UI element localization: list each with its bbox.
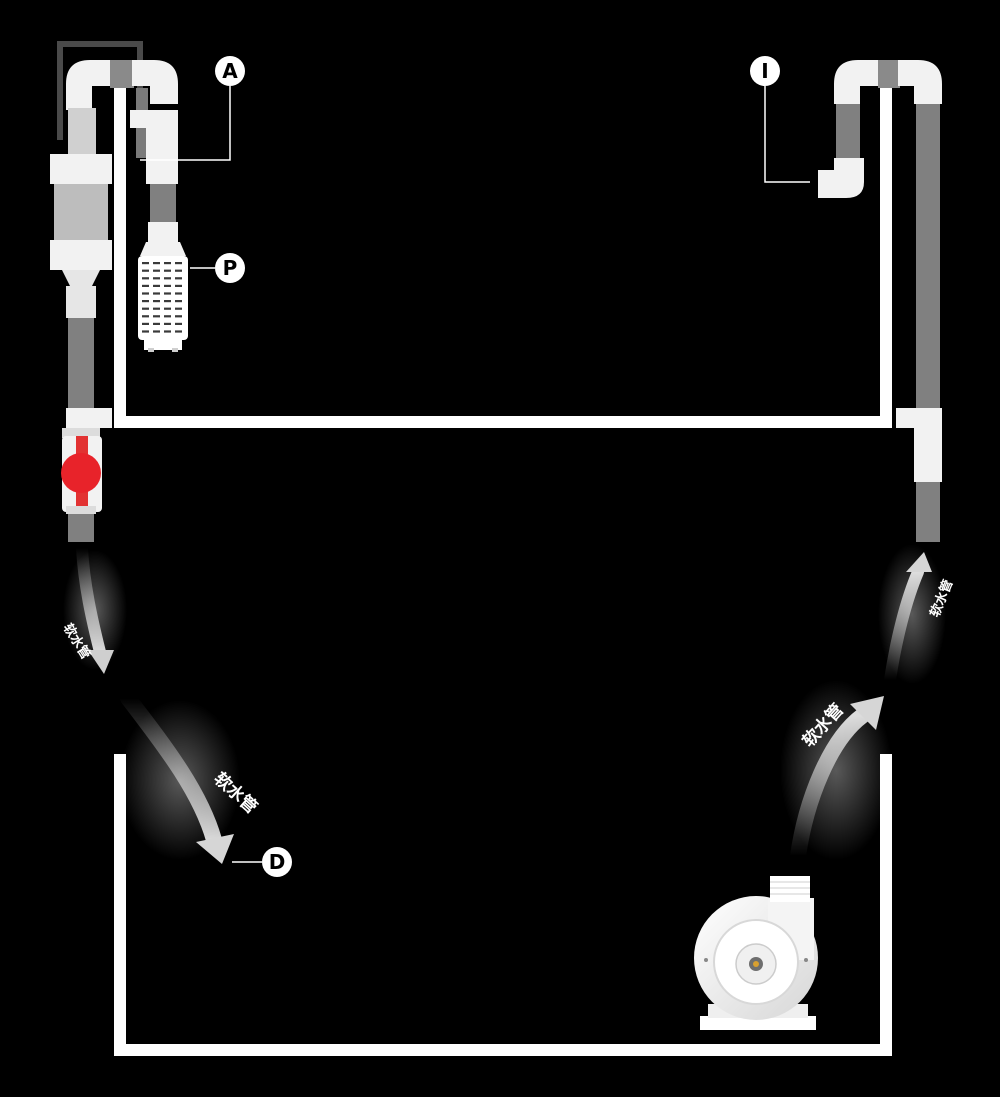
strainer-slot xyxy=(164,330,171,333)
sump-left-wall xyxy=(114,754,126,1056)
strainer-slot xyxy=(153,262,160,265)
strainer-slot xyxy=(175,277,182,280)
callout-d: D xyxy=(232,847,292,877)
strainer-slot xyxy=(153,322,160,325)
elbow-coupling xyxy=(110,60,134,88)
strainer-slot xyxy=(164,269,171,272)
return-pipe-lower xyxy=(916,482,940,542)
sump-tank xyxy=(114,754,892,1056)
strainer-slot xyxy=(164,284,171,287)
strainer-slot xyxy=(164,307,171,310)
flow-arrow-right-upper xyxy=(878,544,946,686)
strainer-slot xyxy=(142,322,149,325)
strainer-slot xyxy=(164,262,171,265)
strainer-slot xyxy=(153,284,160,287)
strainer-slot xyxy=(153,307,160,310)
strainer-slot xyxy=(153,300,160,303)
canister-bottom xyxy=(50,240,112,270)
callout-i-label: I xyxy=(761,59,768,83)
return-nozzle xyxy=(818,158,864,198)
flow-arrow-icon xyxy=(196,834,234,864)
callout-a: A xyxy=(140,56,245,161)
callout-d-label: D xyxy=(269,850,286,874)
strainer-slot xyxy=(175,315,182,318)
strainer-slot xyxy=(142,292,149,295)
strainer-slot xyxy=(175,307,182,310)
strainer-slot xyxy=(153,315,160,318)
flow-arrow-icon xyxy=(88,650,114,674)
reducer-neck xyxy=(66,286,96,318)
inner-drain-pipe xyxy=(146,128,178,184)
flow-arrow-icon xyxy=(850,696,884,730)
strainer-slot xyxy=(142,262,149,265)
strainer-slot xyxy=(164,277,171,280)
strainer-slot xyxy=(153,292,160,295)
outer-drain-pipe xyxy=(68,108,96,154)
callout-p-label: P xyxy=(223,256,238,280)
callout-a-label: A xyxy=(222,59,238,83)
return-pump-icon xyxy=(694,876,818,1030)
return-outer-pipe xyxy=(916,104,940,408)
strainer-slot xyxy=(142,269,149,272)
sump-right-wall xyxy=(880,754,892,1056)
drain-bulkhead-nut xyxy=(62,428,100,438)
strainer-slot xyxy=(175,330,182,333)
canister-body xyxy=(54,184,108,242)
overflow-plumbing xyxy=(50,41,186,438)
strainer-slot xyxy=(142,315,149,318)
ball-valve-icon xyxy=(61,436,102,542)
flow-arrow-icon xyxy=(906,552,932,572)
reducer xyxy=(62,270,100,286)
intake-strainer-icon xyxy=(138,256,188,352)
strainer-slot xyxy=(164,322,171,325)
callout-i: I xyxy=(750,56,810,183)
strainer-slot xyxy=(164,300,171,303)
strainer-slot xyxy=(142,284,149,287)
sump-bottom xyxy=(114,1044,892,1056)
inner-drain-hose xyxy=(150,184,176,224)
drain-bulkhead xyxy=(66,408,112,428)
strainer-slot xyxy=(164,315,171,318)
left-elbow xyxy=(66,60,112,110)
display-tank-bottom xyxy=(114,416,892,428)
return-left-elbow xyxy=(834,60,880,104)
strainer-slot xyxy=(142,277,149,280)
flow-arrow-right-lower xyxy=(780,680,892,864)
return-coupling xyxy=(878,60,900,88)
strainer-flare xyxy=(140,242,186,256)
strainer-slot xyxy=(153,277,160,280)
strainer-slot xyxy=(153,330,160,333)
canister-top xyxy=(50,154,112,184)
display-tank xyxy=(114,86,892,428)
strainer-slot xyxy=(175,300,182,303)
strainer-slot xyxy=(175,284,182,287)
strainer-slot xyxy=(164,292,171,295)
return-bulkhead xyxy=(896,408,942,428)
return-inner-pipe xyxy=(836,104,860,160)
strainer-slot xyxy=(142,307,149,310)
flow-arrow-left-lower xyxy=(120,690,240,864)
strainer-slot xyxy=(175,322,182,325)
callout-p: P xyxy=(190,253,245,283)
siphon-tee xyxy=(130,110,178,128)
strainer-slot xyxy=(142,330,149,333)
right-elbow xyxy=(132,60,178,104)
return-union xyxy=(914,428,942,482)
return-right-elbow xyxy=(898,60,942,104)
drain-pipe-lower xyxy=(68,318,94,410)
flow-arrow-left-upper xyxy=(63,542,127,674)
display-tank-right-wall xyxy=(880,86,892,428)
display-tank-left-wall xyxy=(114,86,126,428)
return-plumbing xyxy=(818,60,942,542)
strainer-slot xyxy=(175,292,182,295)
strainer-neck xyxy=(148,222,178,242)
strainer-slot xyxy=(142,300,149,303)
strainer-slot xyxy=(153,269,160,272)
strainer-slot xyxy=(175,269,182,272)
strainer-slots xyxy=(142,262,182,333)
strainer-slot xyxy=(175,262,182,265)
